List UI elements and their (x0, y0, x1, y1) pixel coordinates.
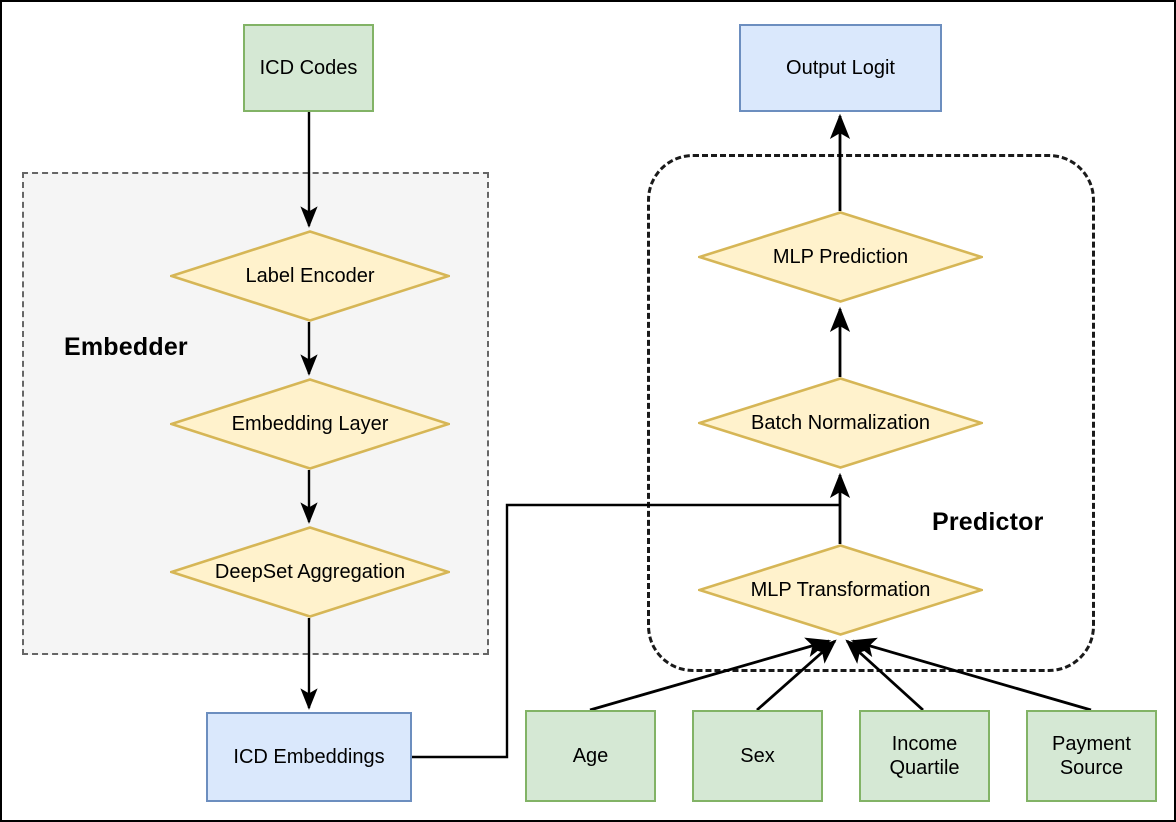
node-batch-normalization[interactable]: Batch Normalization (698, 377, 983, 469)
node-batch-normalization-label: Batch Normalization (751, 411, 930, 434)
node-output-logit[interactable]: Output Logit (739, 24, 942, 112)
node-age-label: Age (572, 745, 609, 767)
embedding-layer-diamond-shape (170, 378, 450, 470)
node-payment-source-label-line-2: Source (1059, 757, 1124, 779)
node-embedding-layer[interactable]: Embedding Layer (170, 378, 450, 470)
node-income-quartile-label-line-1: Income (891, 733, 958, 755)
node-icd-embeddings-label: ICD Embeddings (233, 746, 385, 768)
node-icd-codes-label: ICD Codes (259, 57, 358, 79)
node-mlp-transformation-label: MLP Transformation (750, 578, 931, 601)
node-mlp-prediction[interactable]: MLP Prediction (698, 211, 983, 303)
node-embedding-layer-label: Embedding Layer (231, 412, 389, 435)
label-encoder-diamond-shape (170, 230, 450, 322)
node-income-quartile[interactable]: Income Quartile (859, 710, 990, 802)
node-payment-source-label-line-1: Payment (1052, 733, 1131, 755)
node-deepset-aggregation-label: DeepSet Aggregation (214, 560, 406, 583)
batch-normalization-diamond-shape (698, 377, 983, 469)
deepset-aggregation-diamond-shape (170, 526, 450, 618)
embedder-group-label: Embedder (64, 333, 188, 361)
mlp-prediction-diamond-shape (698, 211, 983, 303)
node-mlp-prediction-label: MLP Prediction (772, 245, 909, 268)
mlp-transformation-diamond-shape (698, 544, 983, 636)
node-label-encoder[interactable]: Label Encoder (170, 230, 450, 322)
node-deepset-aggregation[interactable]: DeepSet Aggregation (170, 526, 450, 618)
node-icd-codes[interactable]: ICD Codes (243, 24, 374, 112)
predictor-group-label: Predictor (932, 508, 1044, 536)
node-label-encoder-label: Label Encoder (245, 264, 375, 287)
node-sex-label: Sex (740, 745, 775, 767)
node-icd-embeddings[interactable]: ICD Embeddings (206, 712, 412, 802)
node-age[interactable]: Age (525, 710, 656, 802)
node-income-quartile-label-line-2: Quartile (889, 757, 960, 779)
node-payment-source[interactable]: Payment Source (1026, 710, 1157, 802)
node-output-logit-label: Output Logit (786, 57, 895, 79)
node-sex[interactable]: Sex (692, 710, 823, 802)
node-mlp-transformation[interactable]: MLP Transformation (698, 544, 983, 636)
